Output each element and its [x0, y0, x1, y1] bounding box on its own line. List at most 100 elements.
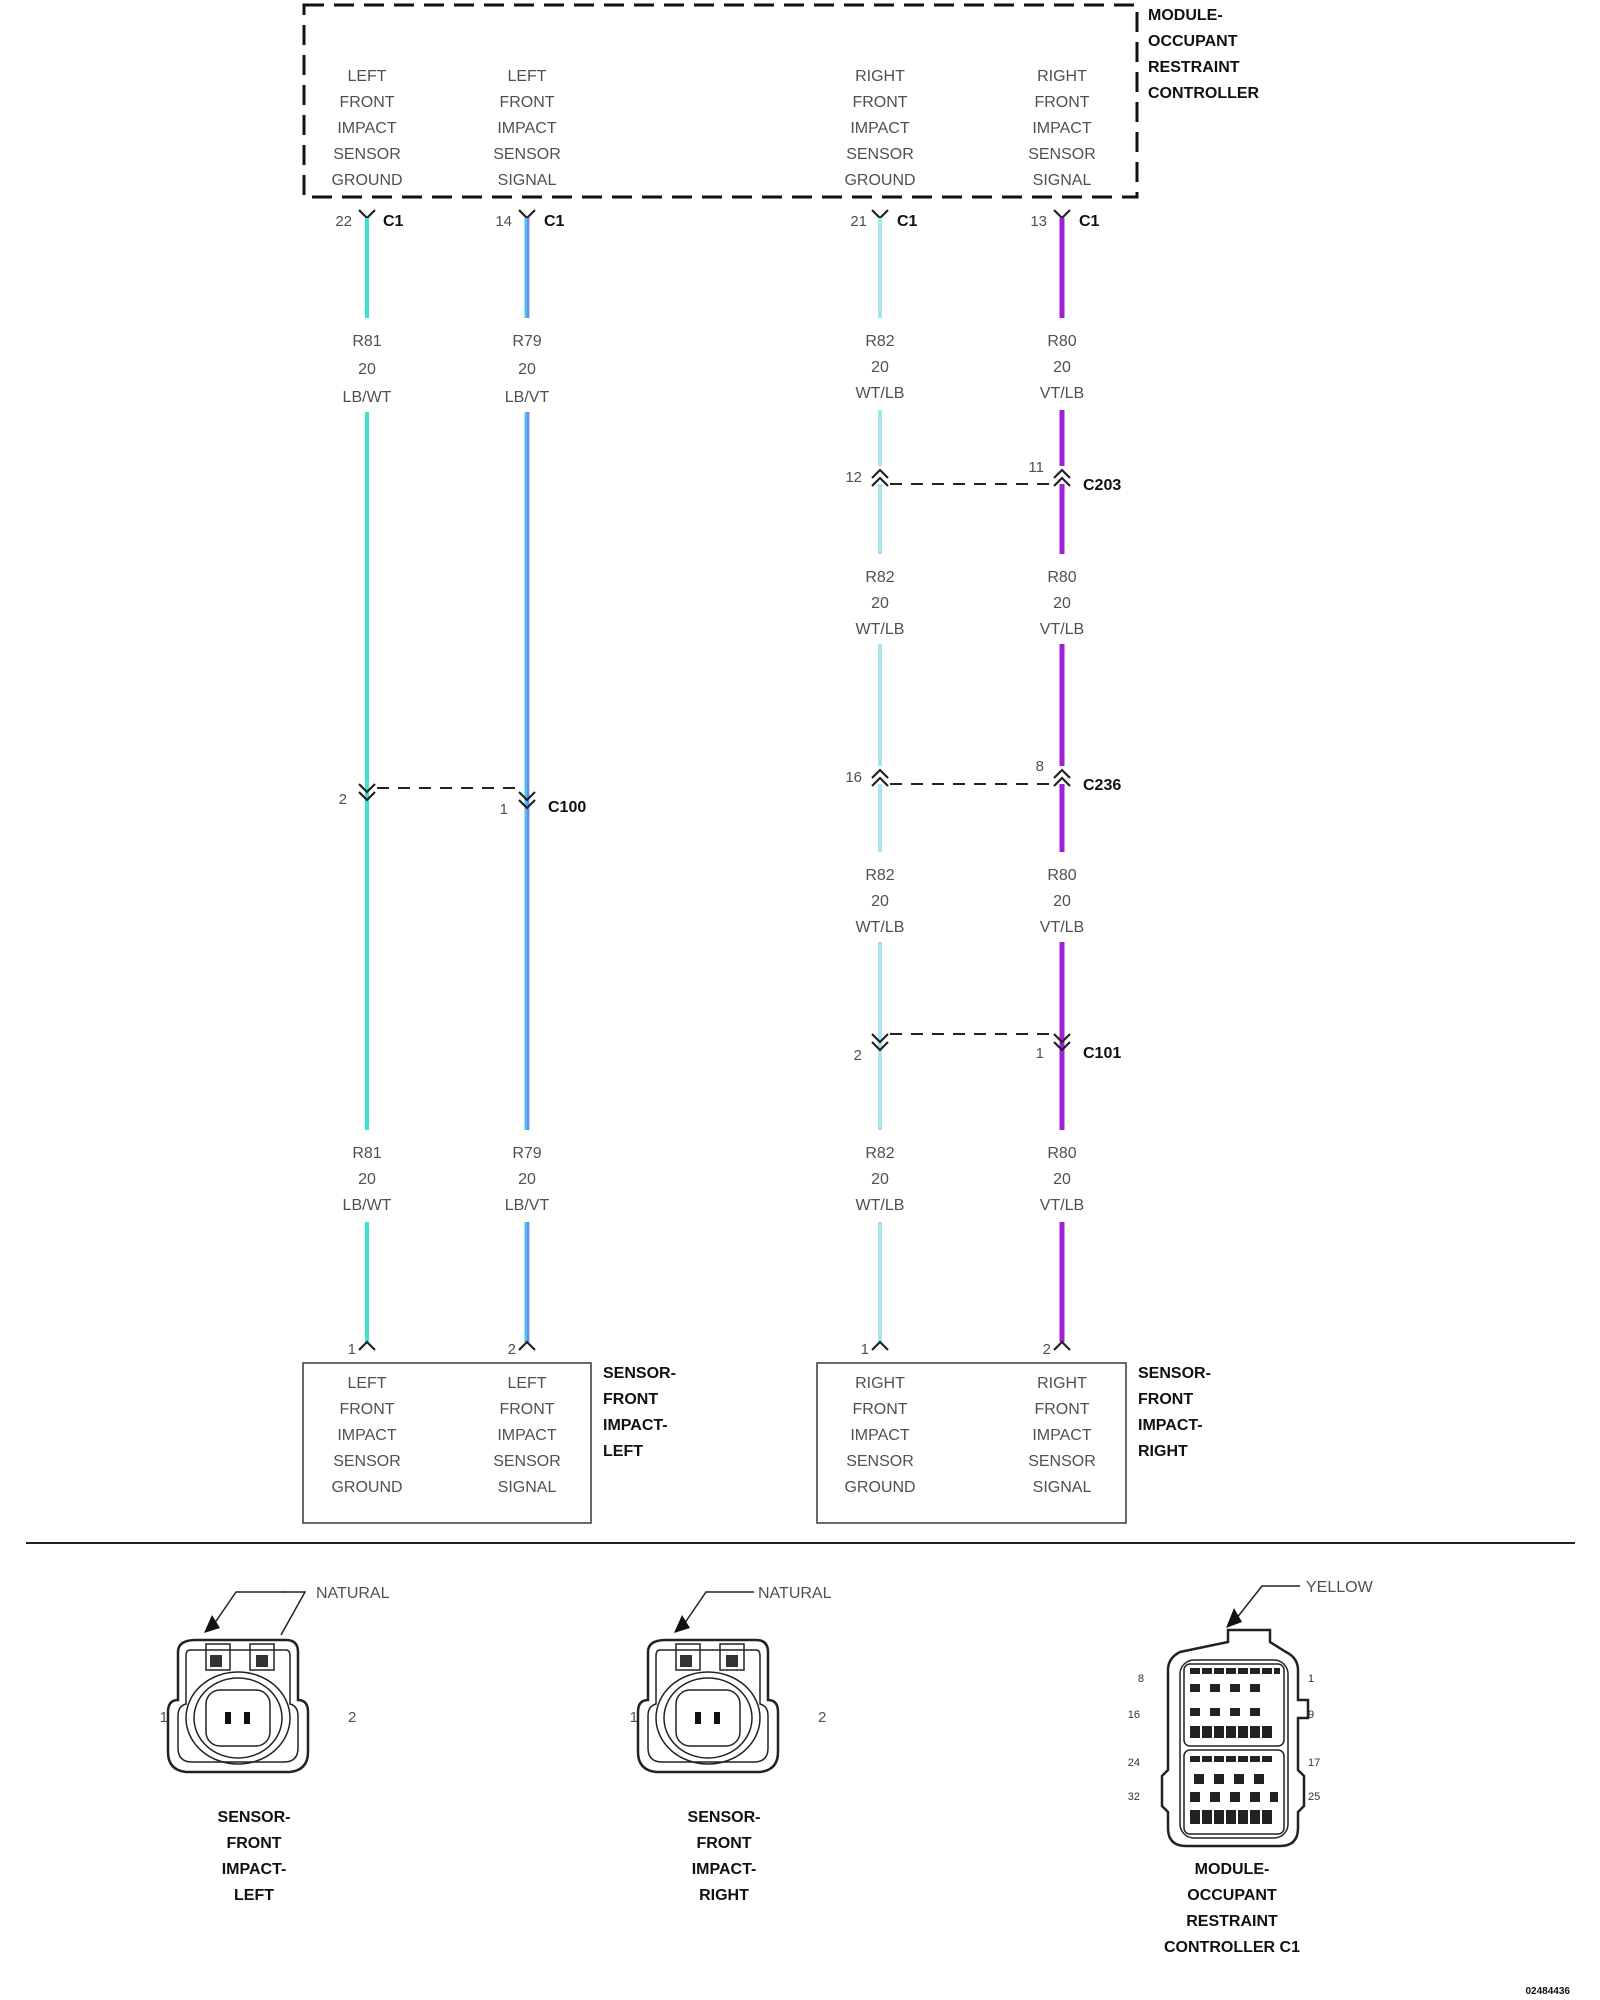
svg-text:IMPACT: IMPACT: [1032, 1427, 1091, 1444]
svg-text:21: 21: [850, 213, 867, 230]
svg-text:RIGHT: RIGHT: [855, 68, 905, 85]
svg-text:1: 1: [348, 1341, 356, 1358]
svg-text:LEFT: LEFT: [603, 1443, 643, 1460]
svg-text:IMPACT: IMPACT: [497, 1427, 556, 1444]
svg-text:20: 20: [1053, 359, 1071, 376]
svg-text:R82: R82: [865, 867, 894, 884]
svg-text:LEFT: LEFT: [347, 1375, 386, 1392]
wire-label-r80-c203: R80 20 VT/LB: [1040, 569, 1084, 638]
svg-text:20: 20: [1053, 1171, 1071, 1188]
svg-text:20: 20: [518, 1171, 536, 1188]
svg-text:1: 1: [1308, 1673, 1314, 1685]
svg-text:LEFT: LEFT: [507, 68, 546, 85]
svg-text:RIGHT: RIGHT: [855, 1375, 905, 1392]
svg-text:SIGNAL: SIGNAL: [498, 1479, 557, 1496]
svg-text:WT/LB: WT/LB: [856, 919, 905, 936]
svg-text:SENSOR: SENSOR: [1028, 1453, 1096, 1470]
wire-label-r82-lower: R82 20 WT/LB: [856, 1145, 905, 1214]
svg-text:C1: C1: [897, 213, 918, 230]
svg-text:12: 12: [845, 469, 862, 486]
svg-text:IMPACT: IMPACT: [850, 1427, 909, 1444]
wire-label-r79-lower: R79 20 LB/VT: [505, 1145, 550, 1214]
svg-text:SIGNAL: SIGNAL: [1033, 172, 1092, 189]
svg-text:R80: R80: [1047, 569, 1076, 586]
svg-text:1: 1: [160, 1709, 168, 1726]
svg-text:2: 2: [508, 1341, 516, 1358]
svg-text:2: 2: [854, 1047, 862, 1064]
svg-text:WT/LB: WT/LB: [856, 385, 905, 402]
wire-label-r80-upper: R80 20 VT/LB: [1040, 333, 1084, 402]
svg-text:SENSOR: SENSOR: [333, 146, 401, 163]
svg-text:WT/LB: WT/LB: [856, 1197, 905, 1214]
svg-text:1: 1: [630, 1709, 638, 1726]
terminal-grid-upper: [1190, 1668, 1280, 1738]
svg-text:R79: R79: [512, 333, 541, 350]
svg-text:YELLOW: YELLOW: [1306, 1579, 1374, 1596]
svg-text:GROUND: GROUND: [844, 172, 915, 189]
svg-text:R82: R82: [865, 569, 894, 586]
svg-text:SENSOR-: SENSOR-: [603, 1365, 676, 1382]
module-c1-pin-14: 14 C1: [495, 209, 565, 230]
module-title-line: OCCUPANT: [1148, 33, 1238, 50]
svg-text:2: 2: [339, 791, 347, 808]
svg-text:SENSOR: SENSOR: [493, 146, 561, 163]
svg-text:SENSOR: SENSOR: [1028, 146, 1096, 163]
svg-text:13: 13: [1030, 213, 1047, 230]
svg-text:14: 14: [495, 213, 512, 230]
svg-text:C1: C1: [383, 213, 404, 230]
svg-text:R82: R82: [865, 333, 894, 350]
svg-text:1: 1: [500, 801, 508, 818]
sensor-right: 1 2 RIGHT FRONT IMPACT SENSOR GROUND RIG…: [816, 1340, 1211, 1524]
module-title: MODULE- OCCUPANT RESTRAINT CONTROLLER: [1148, 7, 1260, 102]
svg-text:8: 8: [1036, 758, 1044, 775]
svg-text:FRONT: FRONT: [339, 1401, 394, 1418]
svg-text:2: 2: [818, 1709, 826, 1726]
svg-text:20: 20: [871, 595, 889, 612]
svg-text:RIGHT: RIGHT: [1037, 1375, 1087, 1392]
svg-text:16: 16: [1128, 1709, 1140, 1721]
svg-text:RIGHT: RIGHT: [1037, 68, 1087, 85]
svg-text:20: 20: [871, 893, 889, 910]
svg-text:C100: C100: [548, 799, 586, 816]
svg-text:SIGNAL: SIGNAL: [498, 172, 557, 189]
svg-text:VT/LB: VT/LB: [1040, 919, 1084, 936]
svg-text:2: 2: [1043, 1341, 1051, 1358]
svg-text:LEFT: LEFT: [234, 1887, 274, 1904]
svg-text:LB/VT: LB/VT: [505, 389, 550, 406]
module-pin-label-left-ground: LEFT FRONT IMPACT SENSOR GROUND: [331, 68, 402, 189]
svg-text:GROUND: GROUND: [331, 1479, 402, 1496]
svg-text:20: 20: [871, 359, 889, 376]
wire-label-r80-c236: R80 20 VT/LB: [1040, 867, 1084, 936]
svg-text:24: 24: [1128, 1757, 1140, 1769]
svg-text:17: 17: [1308, 1757, 1320, 1769]
module-pin-label-right-ground: RIGHT FRONT IMPACT SENSOR GROUND: [844, 68, 915, 189]
svg-text:FRONT: FRONT: [1034, 1401, 1089, 1418]
svg-text:SENSOR-: SENSOR-: [688, 1809, 761, 1826]
svg-text:IMPACT-: IMPACT-: [222, 1861, 287, 1878]
svg-text:25: 25: [1308, 1791, 1320, 1803]
svg-text:LB/VT: LB/VT: [505, 1197, 550, 1214]
svg-text:32: 32: [1128, 1791, 1140, 1803]
svg-text:SENSOR-: SENSOR-: [1138, 1365, 1211, 1382]
svg-text:IMPACT: IMPACT: [497, 120, 556, 137]
wire-label-r80-lower: R80 20 VT/LB: [1040, 1145, 1084, 1214]
svg-text:C236: C236: [1083, 777, 1121, 794]
color-leader: [280, 1591, 307, 1636]
svg-text:LB/WT: LB/WT: [343, 1197, 392, 1214]
terminal-grid-lower: [1190, 1756, 1278, 1824]
svg-text:SIGNAL: SIGNAL: [1033, 1479, 1092, 1496]
wire-label-r82-upper: R82 20 WT/LB: [856, 333, 905, 402]
connector-view-sensor-left: NATURAL 1 2 SENSOR- FRONT IMPACT- LEFT: [160, 1585, 390, 1904]
wire-r79: [524, 218, 530, 1342]
svg-text:CONTROLLER C1: CONTROLLER C1: [1164, 1939, 1300, 1956]
svg-text:IMPACT-: IMPACT-: [692, 1861, 757, 1878]
svg-text:GROUND: GROUND: [331, 172, 402, 189]
svg-text:IMPACT-: IMPACT-: [1138, 1417, 1203, 1434]
svg-text:R82: R82: [865, 1145, 894, 1162]
svg-text:1: 1: [861, 1341, 869, 1358]
svg-text:MODULE-: MODULE-: [1195, 1861, 1270, 1878]
svg-text:9: 9: [1308, 1709, 1314, 1721]
svg-text:R79: R79: [512, 1145, 541, 1162]
svg-text:LEFT: LEFT: [347, 68, 386, 85]
module-title-line: MODULE-: [1148, 7, 1223, 24]
